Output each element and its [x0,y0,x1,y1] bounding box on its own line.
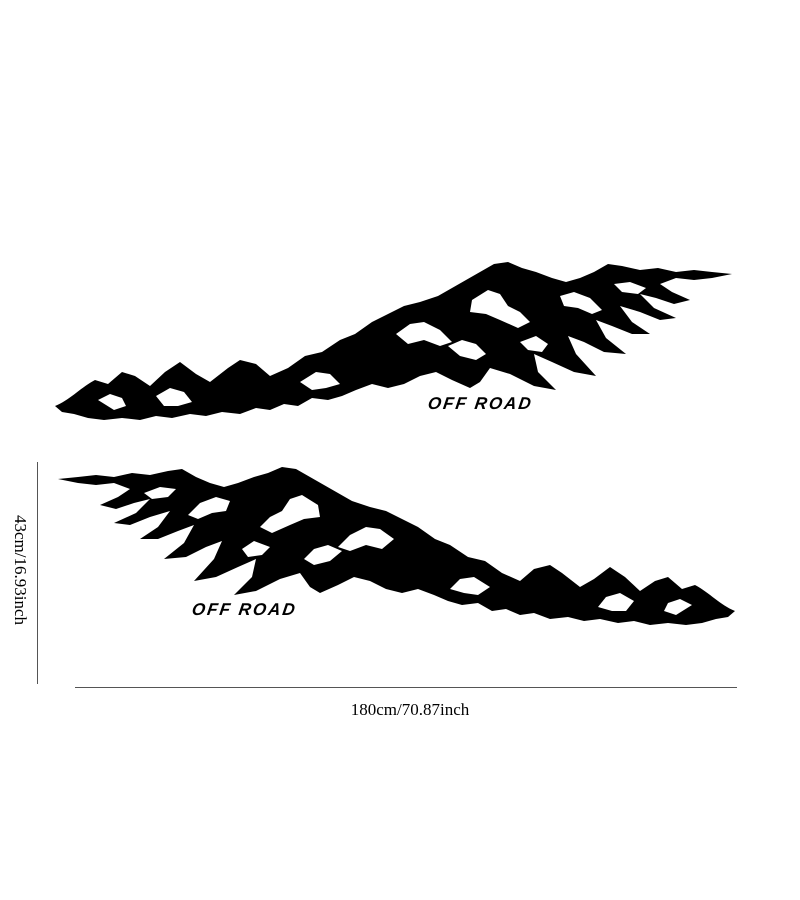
mountain-range-icon [55,262,732,420]
height-dimension-line [37,462,38,684]
height-dimension-label: 43cm/16.93inch [11,514,30,625]
off-road-label-bottom: OFF ROAD [190,600,299,619]
off-road-label-top: OFF ROAD [426,394,535,413]
width-dimension-line [75,687,737,688]
mountain-decal-top [0,250,800,440]
width-dimension-label: 180cm/70.87inch [350,700,470,719]
mountain-decal-bottom [0,455,800,645]
mountain-range-icon [58,467,735,625]
